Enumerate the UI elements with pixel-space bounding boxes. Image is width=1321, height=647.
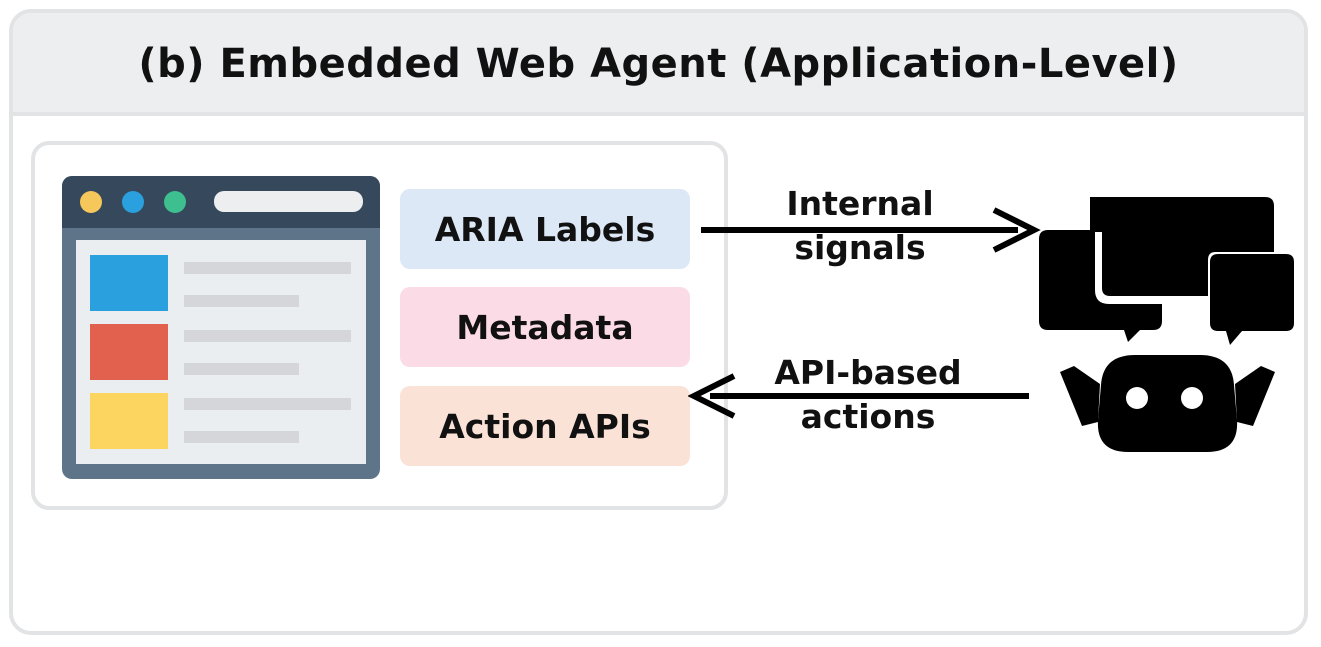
aria-labels-chip: ARIA Labels [400, 189, 690, 269]
internal-signals-line1: Internal [786, 184, 934, 223]
content-block-red [90, 324, 168, 380]
internal-signals-line2: signals [794, 228, 926, 267]
api-actions-line1: API-based [774, 353, 962, 392]
content-block-yellow [90, 393, 168, 449]
internal-signals-arrow [701, 207, 1041, 253]
traffic-light-yellow [80, 191, 102, 213]
panel-title: (b) Embedded Web Agent (Application-Leve… [138, 41, 1179, 87]
metadata-chip: Metadata [400, 287, 690, 367]
browser-window-icon [62, 176, 380, 479]
action-apis-chip: Action APIs [400, 386, 690, 466]
api-actions-label: API-based actions [748, 351, 988, 439]
traffic-light-blue [122, 191, 144, 213]
traffic-light-green [164, 191, 186, 213]
api-actions-arrow [688, 373, 1029, 419]
content-block-blue [90, 255, 168, 311]
robot-chat-agent-icon [1039, 197, 1294, 452]
api-actions-line2: actions [800, 397, 936, 436]
panel-header: (b) Embedded Web Agent (Application-Leve… [13, 13, 1304, 116]
address-bar [214, 191, 363, 212]
internal-signals-label: Internal signals [760, 182, 960, 270]
